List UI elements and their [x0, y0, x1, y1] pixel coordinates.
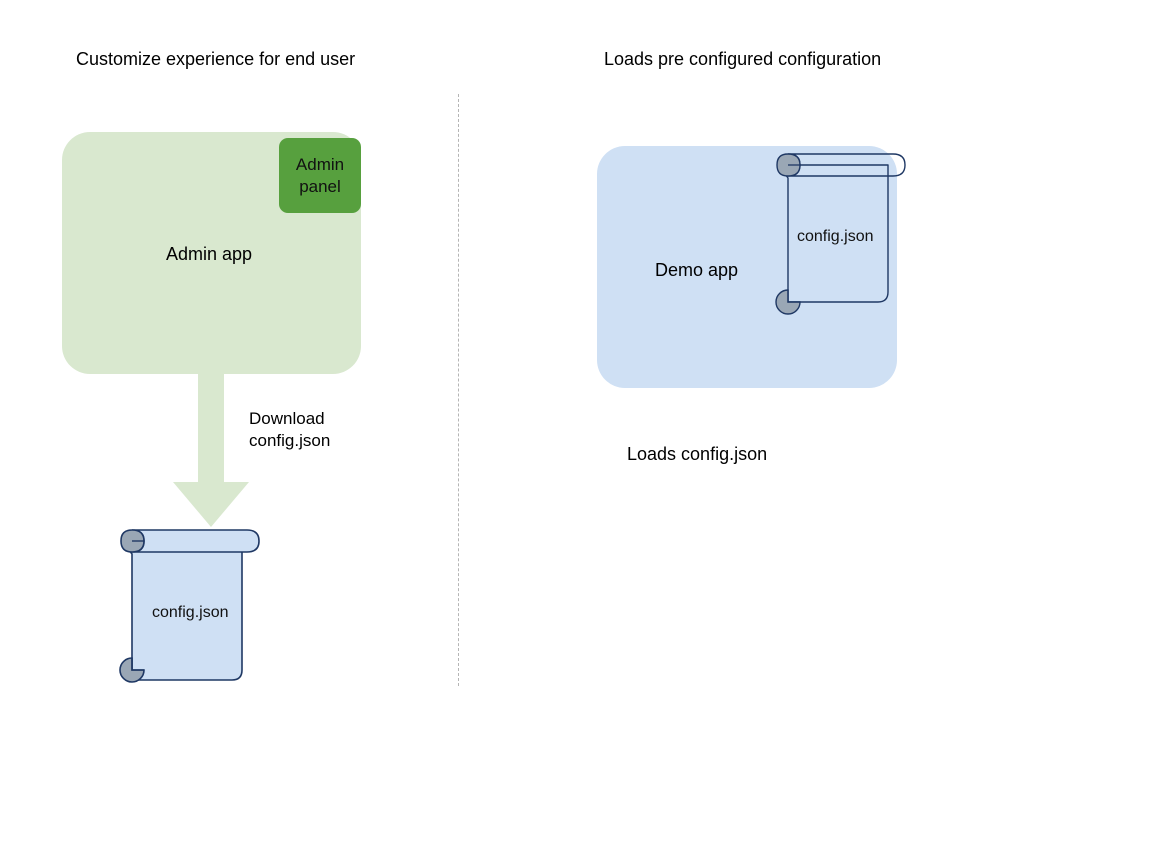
download-arrow-label-line-1: Download — [249, 409, 325, 428]
config-json-document-left-label: config.json — [152, 604, 229, 621]
column-divider — [458, 94, 459, 686]
left-column-heading: Customize experience for end user — [76, 49, 356, 69]
config-json-document-right — [775, 152, 908, 315]
download-arrow-label: Download config.json — [249, 408, 330, 452]
download-arrow-icon — [173, 372, 249, 527]
admin-app-label: Admin app — [166, 244, 253, 264]
admin-panel-badge-line-2: panel — [299, 176, 341, 196]
admin-panel-badge[interactable]: Admin panel — [279, 138, 361, 213]
demo-app-container — [597, 146, 897, 388]
config-json-document-left — [119, 528, 262, 686]
config-json-document-right-label: config.json — [797, 228, 874, 245]
loads-config-caption: Loads config.json — [627, 444, 768, 464]
admin-panel-badge-line-1: Admin — [295, 154, 345, 174]
right-column-heading: Loads pre configured configuration — [604, 49, 882, 69]
download-arrow-label-line-2: config.json — [249, 431, 331, 450]
demo-app-label: Demo app — [655, 260, 739, 280]
